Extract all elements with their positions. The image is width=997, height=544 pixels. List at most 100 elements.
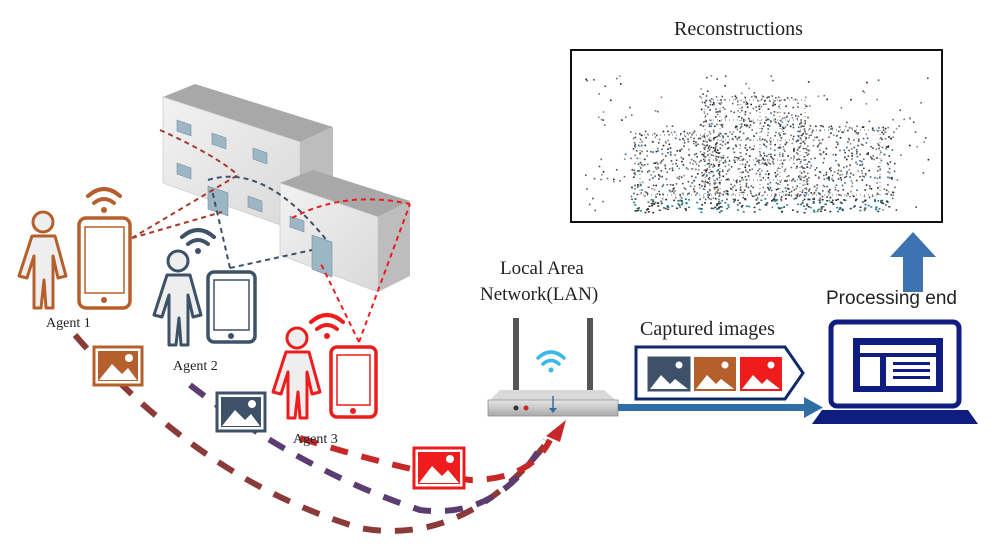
point-cloud-dot xyxy=(676,165,679,167)
point-cloud-dot xyxy=(829,167,832,169)
point-cloud-dot xyxy=(760,130,763,133)
point-cloud-dot xyxy=(856,155,859,158)
point-cloud-dot xyxy=(894,186,896,189)
point-cloud-dot xyxy=(752,186,754,189)
point-cloud-dot xyxy=(874,177,876,179)
point-cloud-dot xyxy=(744,111,747,113)
point-cloud-dot xyxy=(732,147,735,150)
point-cloud-dot xyxy=(702,188,705,190)
point-cloud-dot xyxy=(725,115,728,118)
point-cloud-dot xyxy=(682,182,684,185)
point-cloud-dot xyxy=(800,124,803,127)
point-cloud-ground-dot xyxy=(720,206,723,208)
point-cloud-dot xyxy=(840,170,842,172)
point-cloud-dot xyxy=(799,137,802,139)
point-cloud-dot xyxy=(774,154,776,156)
point-cloud-ground-dot xyxy=(633,201,636,204)
point-cloud-dot xyxy=(725,173,728,175)
point-cloud-dot xyxy=(852,174,855,176)
point-cloud-dot xyxy=(655,168,658,170)
point-cloud-dot xyxy=(741,176,743,179)
point-cloud-dot xyxy=(722,123,724,126)
point-cloud-dot xyxy=(718,102,720,105)
point-cloud-ground-dot xyxy=(776,203,779,205)
point-cloud-ground-dot xyxy=(724,202,727,204)
point-cloud-ground-dot xyxy=(784,198,787,200)
point-cloud-dot xyxy=(657,174,660,176)
point-cloud-ground-dot xyxy=(698,207,701,210)
point-cloud-dot xyxy=(740,152,742,154)
point-cloud-dot xyxy=(621,119,623,121)
point-cloud-dot xyxy=(851,155,853,157)
point-cloud-dot xyxy=(765,145,768,148)
point-cloud-dot xyxy=(755,172,758,175)
point-cloud-dot xyxy=(757,169,759,172)
point-cloud-dot xyxy=(776,111,779,114)
point-cloud-dot xyxy=(706,106,709,108)
point-cloud-dot xyxy=(861,126,864,128)
point-cloud-ground-dot xyxy=(880,200,882,202)
point-cloud-dot xyxy=(717,156,720,158)
point-cloud-ground-dot xyxy=(657,205,660,207)
point-cloud-dot xyxy=(798,146,801,149)
point-cloud-ground-dot xyxy=(637,207,640,209)
point-cloud-dot xyxy=(714,179,716,182)
point-cloud-dot xyxy=(637,209,640,211)
point-cloud-dot xyxy=(724,161,727,163)
point-cloud-dot xyxy=(712,147,715,149)
point-cloud-dot xyxy=(818,177,820,179)
point-cloud-dot xyxy=(702,125,704,127)
point-cloud-dot xyxy=(850,172,852,175)
point-cloud-ground-dot xyxy=(816,210,819,213)
point-cloud-dot xyxy=(753,122,755,124)
point-cloud-ground-dot xyxy=(836,206,839,209)
router-to-laptop-arrow xyxy=(618,397,823,418)
point-cloud-ground-dot xyxy=(829,210,832,213)
point-cloud-ground-dot xyxy=(793,198,796,200)
point-cloud-dot xyxy=(871,157,873,160)
point-cloud-dot xyxy=(653,132,656,135)
captured-image-icon-3 xyxy=(740,357,782,391)
point-cloud-dot xyxy=(713,186,715,189)
point-cloud-dot xyxy=(699,137,702,140)
point-cloud-dot xyxy=(788,191,791,194)
point-cloud-dot xyxy=(654,110,657,112)
point-cloud-dot xyxy=(634,172,636,174)
point-cloud-ground-dot xyxy=(829,201,832,203)
point-cloud-dot xyxy=(849,142,852,145)
point-cloud-dot xyxy=(745,101,748,103)
point-cloud-dot xyxy=(828,199,831,202)
point-cloud-dot xyxy=(838,126,841,128)
point-cloud-dot xyxy=(748,126,751,129)
point-cloud-dot xyxy=(710,163,713,166)
point-cloud-ground-dot xyxy=(758,208,761,211)
point-cloud-dot xyxy=(783,99,786,101)
point-cloud-dot xyxy=(716,177,718,180)
point-cloud-dot xyxy=(691,175,693,178)
point-cloud-dot xyxy=(772,103,775,106)
point-cloud-dot xyxy=(634,146,637,148)
point-cloud-dot xyxy=(750,192,752,194)
point-cloud-dot xyxy=(676,176,679,179)
point-cloud-dot xyxy=(702,140,705,142)
point-cloud-dot xyxy=(701,185,703,187)
point-cloud-dot xyxy=(898,125,900,127)
point-cloud-dot xyxy=(706,174,708,176)
point-cloud-dot xyxy=(745,144,747,146)
point-cloud-dot xyxy=(775,182,778,184)
point-cloud-dot xyxy=(646,163,649,166)
point-cloud-dot xyxy=(766,159,769,161)
point-cloud-dot xyxy=(615,169,618,171)
point-cloud-dot xyxy=(843,176,846,179)
point-cloud-dot xyxy=(666,171,668,173)
point-cloud-ground-dot xyxy=(824,209,826,211)
point-cloud-dot xyxy=(634,173,636,176)
point-cloud-dot xyxy=(668,133,671,136)
point-cloud-dot xyxy=(828,136,830,138)
point-cloud-dot xyxy=(702,196,705,199)
point-cloud-dot xyxy=(826,185,828,188)
point-cloud-ground-dot xyxy=(864,199,867,201)
point-cloud-dot xyxy=(645,136,647,139)
point-cloud-dot xyxy=(650,150,652,153)
point-cloud-dot xyxy=(642,164,644,167)
